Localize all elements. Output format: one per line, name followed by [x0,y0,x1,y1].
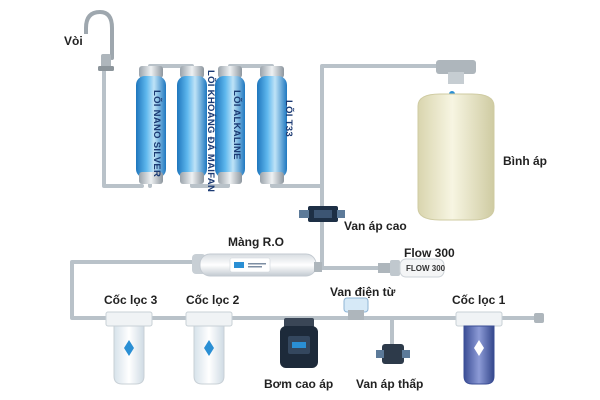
label-solenoid-valve: Van điện từ [330,285,396,299]
label-filter-cup-3: Cốc lọc 3 [104,293,158,307]
flow-restrictor: FLOW 300 [378,258,446,278]
label-flow: Flow 300 [404,246,455,260]
solenoid-valve [343,297,369,320]
booster-pump [280,318,318,368]
label-low-pressure-valve: Van áp thấp [356,377,424,391]
pipe-tank-riser [320,64,442,188]
filter-cup-3 [105,311,153,385]
filter-cup-2 [185,311,233,385]
label-faucet: Vòi [64,34,83,48]
ro-membrane [192,253,322,277]
low-pressure-valve [376,344,410,364]
cartridge-alkaline [215,66,245,184]
label-filter-cup-1: Cốc lọc 1 [452,293,506,307]
flow-tag-text: FLOW 300 [406,264,446,273]
cartridge-t33 [257,66,287,184]
label-alkaline: LÕI ALKALINE [231,90,242,160]
filter-cup-1 [455,311,503,385]
label-nano-silver: LÕI NANO SILVER [151,90,162,177]
pressure-tank [417,60,495,221]
label-maifan: LÕI KHOÁNG ĐÁ MAIFAN [205,70,216,192]
pipe-faucet-line [102,60,144,188]
label-t33: LÕI T33 [283,100,294,137]
label-booster-pump: Bơm cao áp [264,377,334,391]
label-high-pressure-valve: Van áp cao [344,219,407,233]
label-filter-cup-2: Cốc lọc 2 [186,293,240,307]
faucet-icon [84,9,114,71]
high-pressure-valve [299,206,345,222]
cartridge-nano-silver [136,66,166,184]
label-pressure-tank: Bình áp [503,154,547,168]
cartridge-maifan [177,66,207,184]
pipe-ro-loop [70,260,198,320]
pipe-end-cap [534,313,544,323]
label-ro-membrane: Màng R.O [228,235,284,249]
